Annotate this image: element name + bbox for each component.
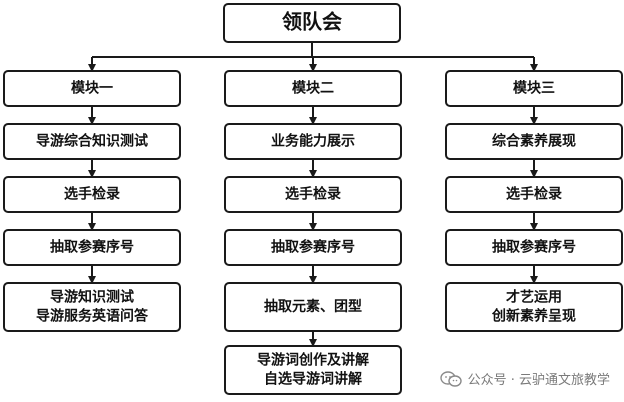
- watermark-text: 公众号 · 云驴通文旅教学: [467, 373, 610, 388]
- module-2-step-3-box-label: 抽取参赛序号: [271, 239, 355, 256]
- module-1-step-2-box-frame: [3, 176, 181, 213]
- module-3-step-2-box-frame: [445, 176, 623, 213]
- module-1-step-1-box-label: 导游综合知识测试: [36, 133, 148, 150]
- module-1-header-box-frame: [3, 70, 181, 107]
- module-3-header-box-label: 模块三: [513, 80, 555, 97]
- module-1-step-4-box-frame: [3, 282, 181, 332]
- module-3-step-3-box: 抽取参赛序号: [445, 229, 623, 266]
- module-1-step-1-box-frame: [3, 123, 181, 160]
- module-3-step-2-box: 选手检录: [445, 176, 623, 213]
- module-1-step-2-box: 选手检录: [3, 176, 181, 213]
- module-1-step-3-box-label: 抽取参赛序号: [50, 239, 134, 256]
- module-1-step-4-box-label-line-2: 导游服务英语问答: [36, 308, 149, 325]
- module-3-step-2-box-label: 选手检录: [506, 186, 562, 203]
- module-2-header-box: 模块二: [224, 70, 402, 107]
- module-2-step-5-box-label-line-1: 导游词创作及讲解: [257, 352, 369, 369]
- module-1-step-3-box-frame: [3, 229, 181, 266]
- module-2-step-2-box-frame: [224, 176, 402, 213]
- module-1-header-box: 模块一: [3, 70, 181, 107]
- module-3-step-3-box-frame: [445, 229, 623, 266]
- module-3-step-4-box-label-line-1: 才艺运用: [506, 289, 562, 306]
- title-box-label: 领队会: [282, 10, 342, 34]
- module-3-header-box: 模块三: [445, 70, 623, 107]
- module-1-header-box-label: 模块一: [71, 80, 113, 97]
- module-2-step-4-box: 抽取元素、团型: [224, 282, 402, 332]
- connectors: [88, 42, 538, 347]
- module-3-header-box-frame: [445, 70, 623, 107]
- watermark: 公众号 · 云驴通文旅教学: [439, 369, 610, 388]
- module-2-step-1-box-label: 业务能力展示: [271, 133, 355, 150]
- module-2-step-5-box-frame: [224, 345, 402, 395]
- module-3-step-4-box-label-line-2: 创新素养呈现: [491, 308, 576, 325]
- title-box: 领队会: [223, 3, 401, 43]
- module-2-step-1-box-frame: [224, 123, 402, 160]
- module-2-header-box-frame: [224, 70, 402, 107]
- module-1-step-3-box: 抽取参赛序号: [3, 229, 181, 266]
- module-3-step-1-box: 综合素养展现: [445, 123, 623, 160]
- module-2-step-4-box-label: 抽取元素、团型: [264, 298, 362, 315]
- module-2-step-2-box: 选手检录: [224, 176, 402, 213]
- module-3-step-4-box-frame: [445, 282, 623, 332]
- module-3-step-3-box-label: 抽取参赛序号: [492, 239, 576, 256]
- module-3-step-1-box-frame: [445, 123, 623, 160]
- module-3-step-1-box-label: 综合素养展现: [492, 133, 576, 150]
- module-1-step-1-box: 导游综合知识测试: [3, 123, 181, 160]
- wechat-icon: [439, 370, 462, 387]
- module-2-step-4-box-frame: [224, 282, 402, 332]
- module-2-step-1-box: 业务能力展示: [224, 123, 402, 160]
- module-2-step-3-box: 抽取参赛序号: [224, 229, 402, 266]
- module-1-step-4-box-label-line-1: 导游知识测试: [50, 289, 134, 306]
- module-2-step-3-box-frame: [224, 229, 402, 266]
- module-1-step-2-box-label: 选手检录: [64, 186, 120, 203]
- module-2-header-box-label: 模块二: [292, 80, 334, 97]
- module-2-step-5-box-label-line-2: 自选导游词讲解: [264, 371, 362, 388]
- title-box-frame: [223, 3, 401, 43]
- boxes: 领队会模块一导游综合知识测试选手检录抽取参赛序号导游知识测试导游服务英语问答模块…: [3, 3, 623, 395]
- module-2-step-2-box-label: 选手检录: [285, 186, 341, 203]
